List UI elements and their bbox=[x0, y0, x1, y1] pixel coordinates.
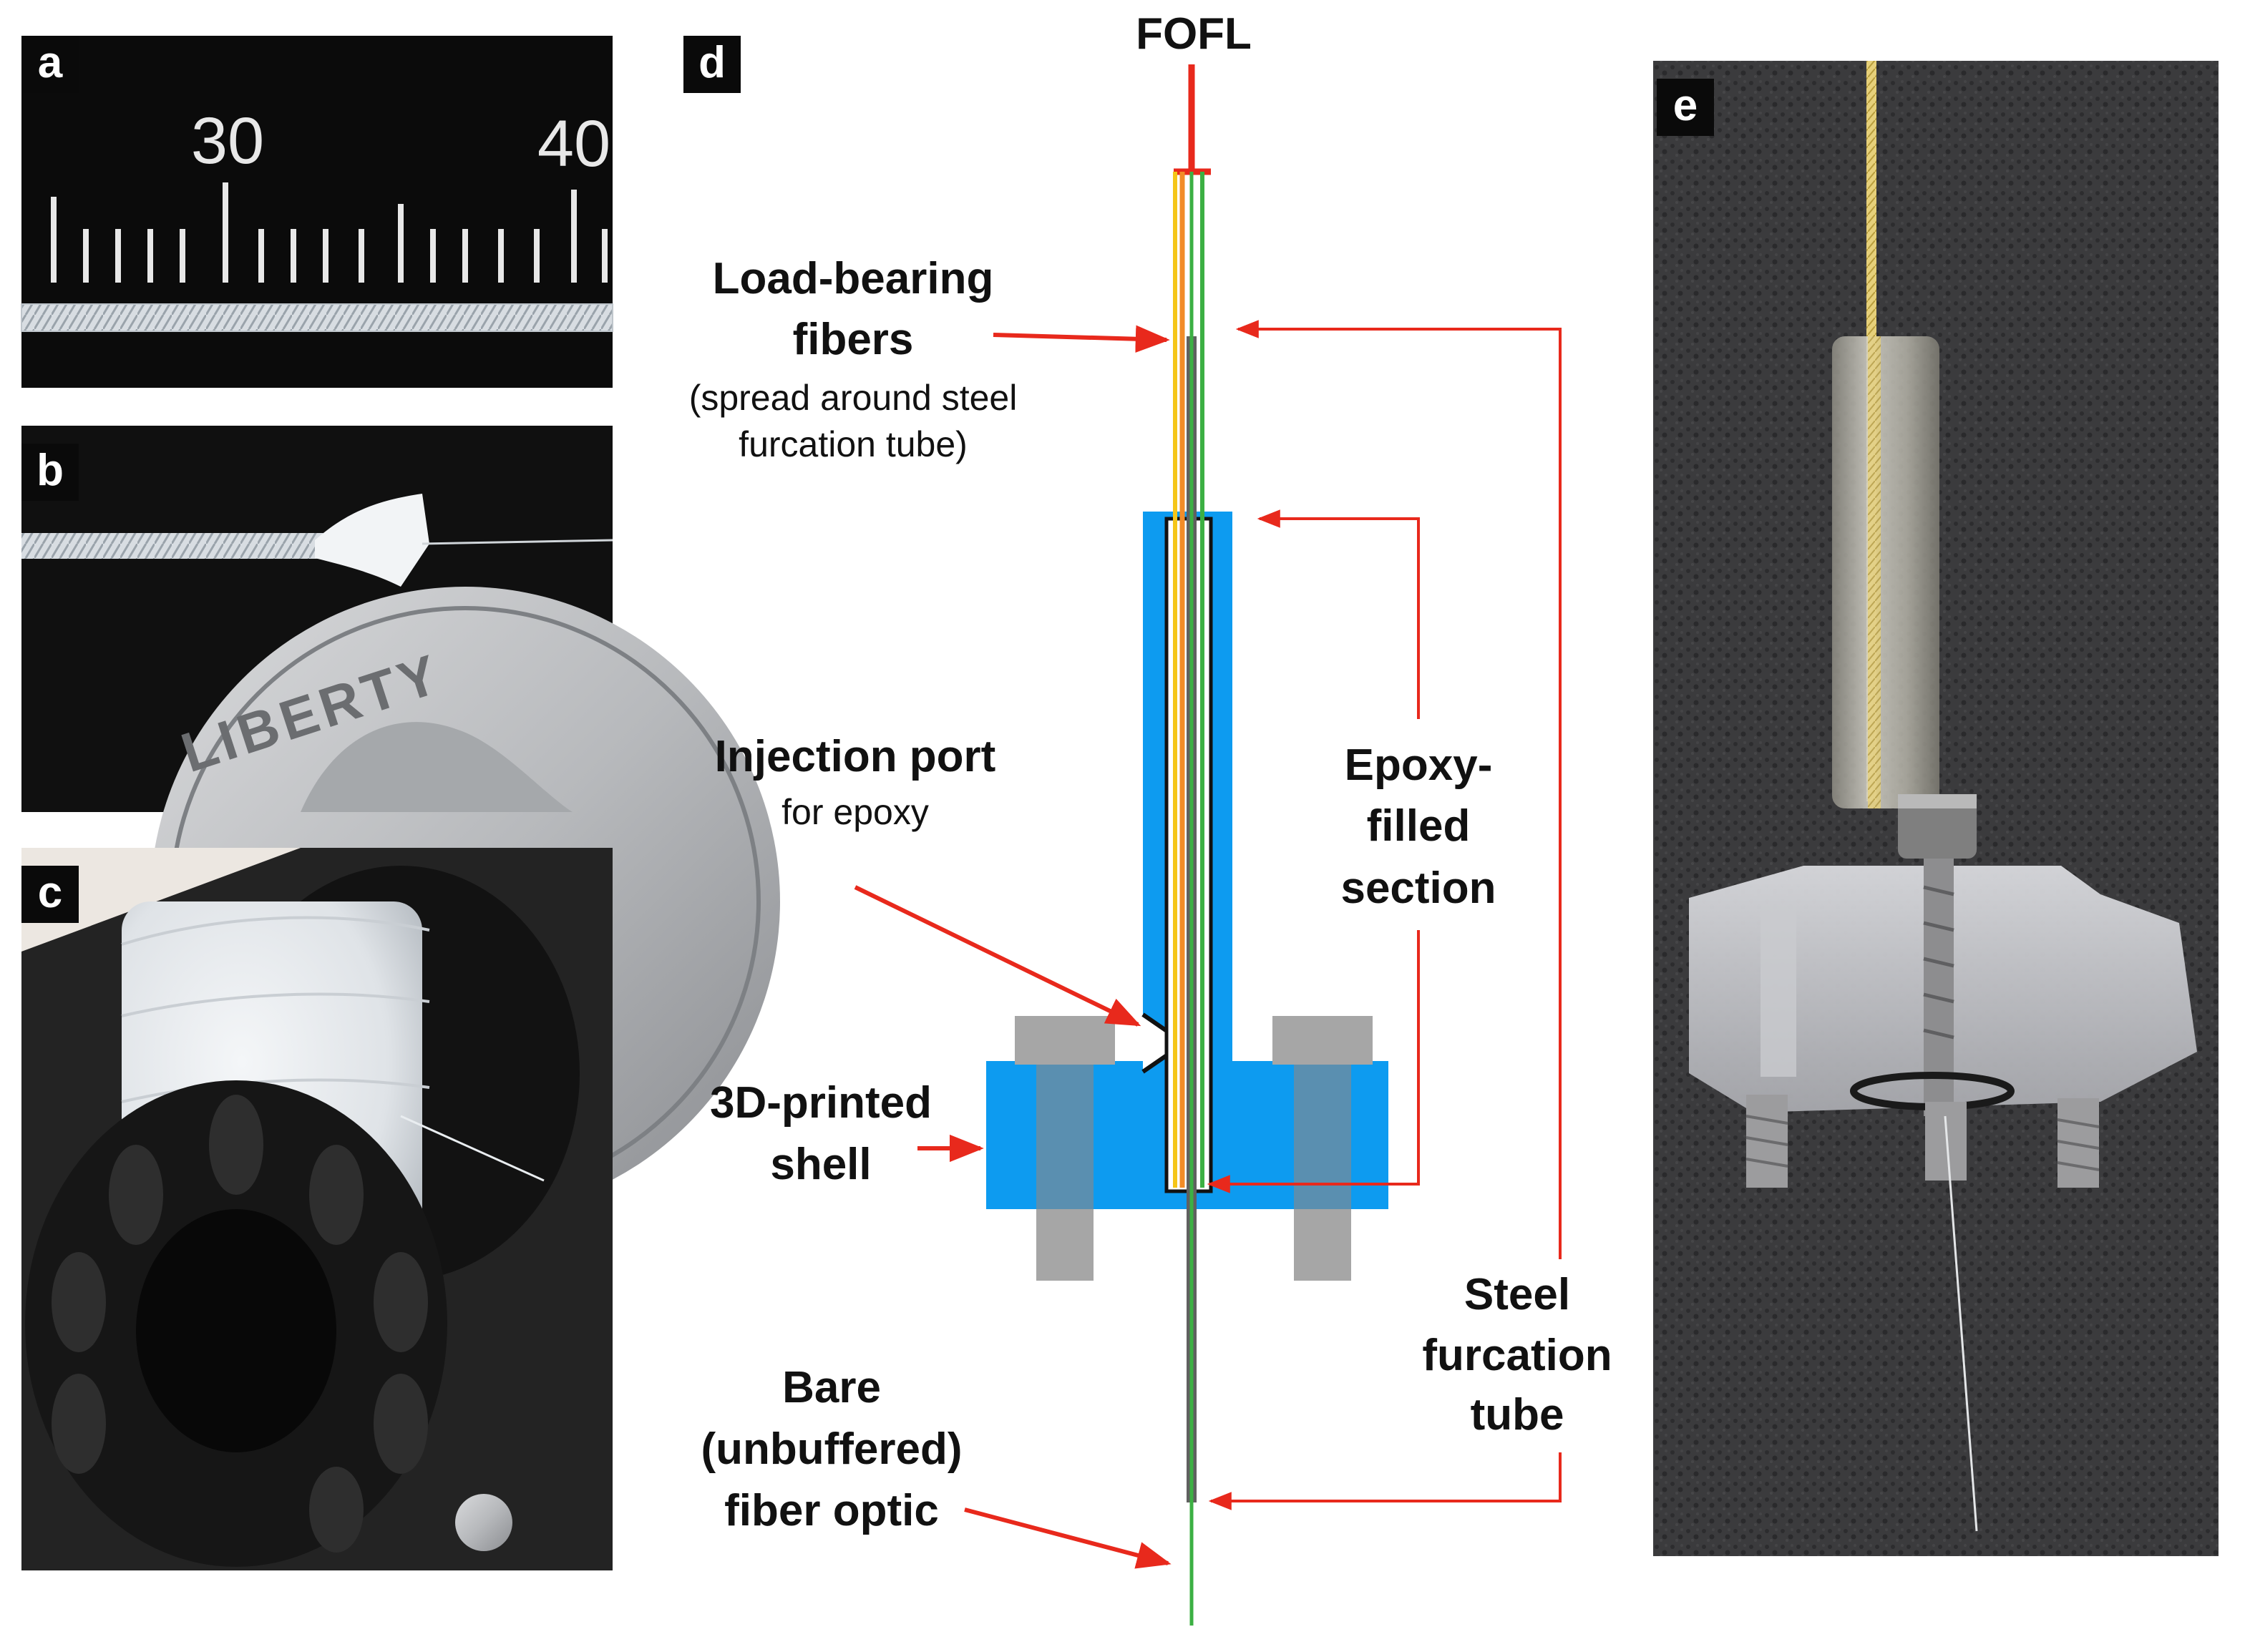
metal-collar bbox=[1898, 794, 1977, 859]
panel-a-photo bbox=[21, 36, 613, 388]
label-bare-3: fiber optic bbox=[724, 1486, 939, 1535]
label-bare-1: Bare bbox=[782, 1363, 881, 1412]
bare-fiber-b bbox=[422, 539, 613, 545]
panel-label-e-box bbox=[1657, 79, 1714, 136]
panel-label-d: d bbox=[698, 38, 726, 87]
spool-hub bbox=[136, 1209, 336, 1452]
label-epoxy-1: Epoxy- bbox=[1345, 741, 1493, 790]
screw-threads bbox=[1923, 885, 1954, 1040]
panel-label-d-box bbox=[683, 36, 741, 93]
panel-label-c-box bbox=[21, 866, 79, 923]
panel-label-e: e bbox=[1673, 81, 1698, 130]
bracket-epoxy-bottom bbox=[1207, 930, 1420, 1193]
label-steel-2: furcation bbox=[1422, 1331, 1612, 1380]
braided-line bbox=[21, 304, 613, 331]
arrow-bare-fiber bbox=[964, 1507, 1172, 1569]
ruler-tick-label-30: 30 bbox=[191, 104, 264, 177]
small-coin-c bbox=[455, 1494, 512, 1551]
panel-label-a-box bbox=[21, 36, 79, 93]
panel-label-a: a bbox=[38, 38, 63, 87]
panel-e: e bbox=[1653, 61, 2219, 1556]
label-load-bearing-note-1: (spread around steel bbox=[689, 378, 1018, 418]
label-load-bearing-2: fibers bbox=[793, 315, 914, 364]
bare-fiber-e bbox=[1944, 1115, 1978, 1532]
label-load-bearing-note-2: furcation tube) bbox=[739, 424, 968, 464]
spool-spokes bbox=[52, 1095, 428, 1553]
panel-a: 30 40 a bbox=[21, 36, 613, 388]
arrow-load-bearing bbox=[993, 325, 1170, 353]
bolt-left bbox=[1015, 1016, 1115, 1281]
panel-label-b: b bbox=[36, 446, 64, 495]
ruler-tick-label-40: 40 bbox=[537, 107, 610, 180]
label-steel-3: tube bbox=[1471, 1390, 1564, 1440]
bolt-right bbox=[1272, 1016, 1373, 1281]
injection-port-notch bbox=[1143, 1015, 1184, 1072]
label-epoxy-2: filled bbox=[1367, 801, 1471, 851]
label-shell-1: 3D-printed bbox=[710, 1078, 932, 1128]
panel-label-c: c bbox=[38, 868, 62, 917]
panel-c: c bbox=[21, 848, 613, 1570]
ruler-ticks bbox=[51, 182, 608, 283]
label-shell-2: shell bbox=[770, 1140, 871, 1189]
panel-d: d FOFL Load-bearing fibers bbox=[683, 9, 1612, 1626]
label-load-bearing-1: Load-bearing bbox=[713, 254, 994, 303]
fofl-label: FOFL bbox=[1136, 9, 1252, 59]
bracket-epoxy-top bbox=[1257, 509, 1420, 719]
panel-label-b-box bbox=[21, 444, 79, 501]
bracket-steel-top bbox=[1235, 320, 1562, 1259]
label-injection-note: for epoxy bbox=[781, 792, 929, 832]
label-bare-2: (unbuffered) bbox=[701, 1424, 962, 1474]
clear-sleeve bbox=[1832, 336, 1939, 808]
arrow-injection bbox=[854, 885, 1141, 1027]
screw-middle bbox=[1925, 1102, 1967, 1181]
loose-fiber bbox=[400, 1115, 545, 1182]
label-epoxy-3: section bbox=[1340, 864, 1496, 913]
bracket-steel-bottom bbox=[1208, 1452, 1562, 1510]
label-steel-1: Steel bbox=[1464, 1270, 1570, 1319]
braided-line-b bbox=[21, 533, 351, 559]
label-injection-port: Injection port bbox=[715, 732, 996, 781]
frayed-fibers bbox=[315, 494, 429, 587]
